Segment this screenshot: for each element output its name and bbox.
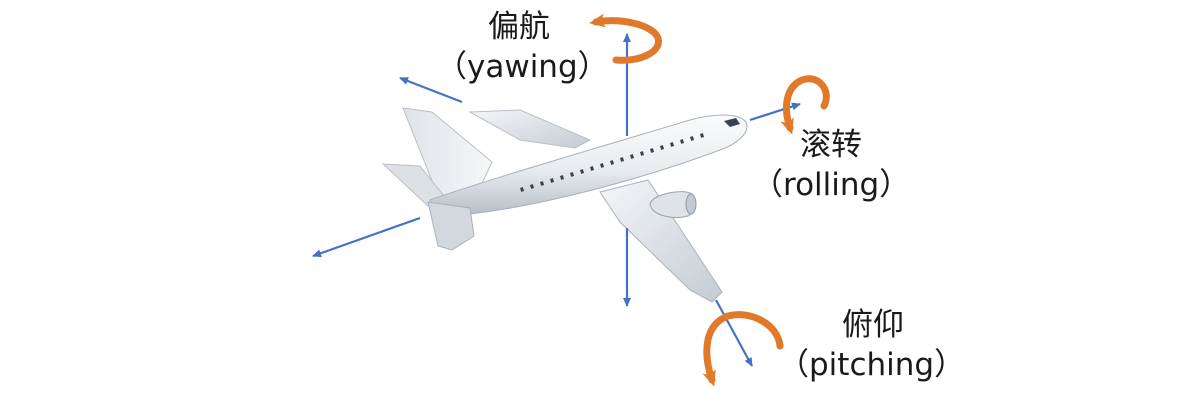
axis-arrows bbox=[312, 33, 801, 367]
aircraft-far-wing bbox=[468, 109, 592, 149]
yaw-rotation-arrow bbox=[589, 13, 662, 64]
yaw-label-en: （yawing） bbox=[436, 49, 609, 85]
pitch-axis-right-arrow bbox=[715, 299, 753, 367]
aircraft-windows bbox=[520, 133, 705, 192]
pitch-rotation-arrow bbox=[702, 311, 784, 387]
aircraft-fuselage bbox=[429, 114, 748, 215]
aircraft-cockpit bbox=[724, 118, 740, 127]
roll-label-cn: 滚转 bbox=[800, 127, 862, 163]
pitch-label-cn: 俯仰 bbox=[842, 307, 904, 343]
aircraft-engine-intake bbox=[685, 193, 697, 215]
roll-axis-rear-arrow bbox=[312, 216, 421, 258]
pitch-axis-left-arrow bbox=[399, 76, 463, 104]
roll-rotation-arrow bbox=[780, 75, 830, 135]
roll-axis-forward-arrow bbox=[749, 102, 801, 122]
aircraft-illustration bbox=[381, 107, 748, 303]
yaw-label-cn: 偏航 bbox=[488, 9, 550, 45]
aircraft-right-stabilizer bbox=[427, 201, 475, 251]
rotation-arrows bbox=[589, 13, 830, 387]
pitch-label-en: （pitching） bbox=[778, 347, 966, 383]
roll-label-en: （rolling） bbox=[752, 167, 911, 203]
aircraft-near-wing bbox=[599, 179, 723, 303]
